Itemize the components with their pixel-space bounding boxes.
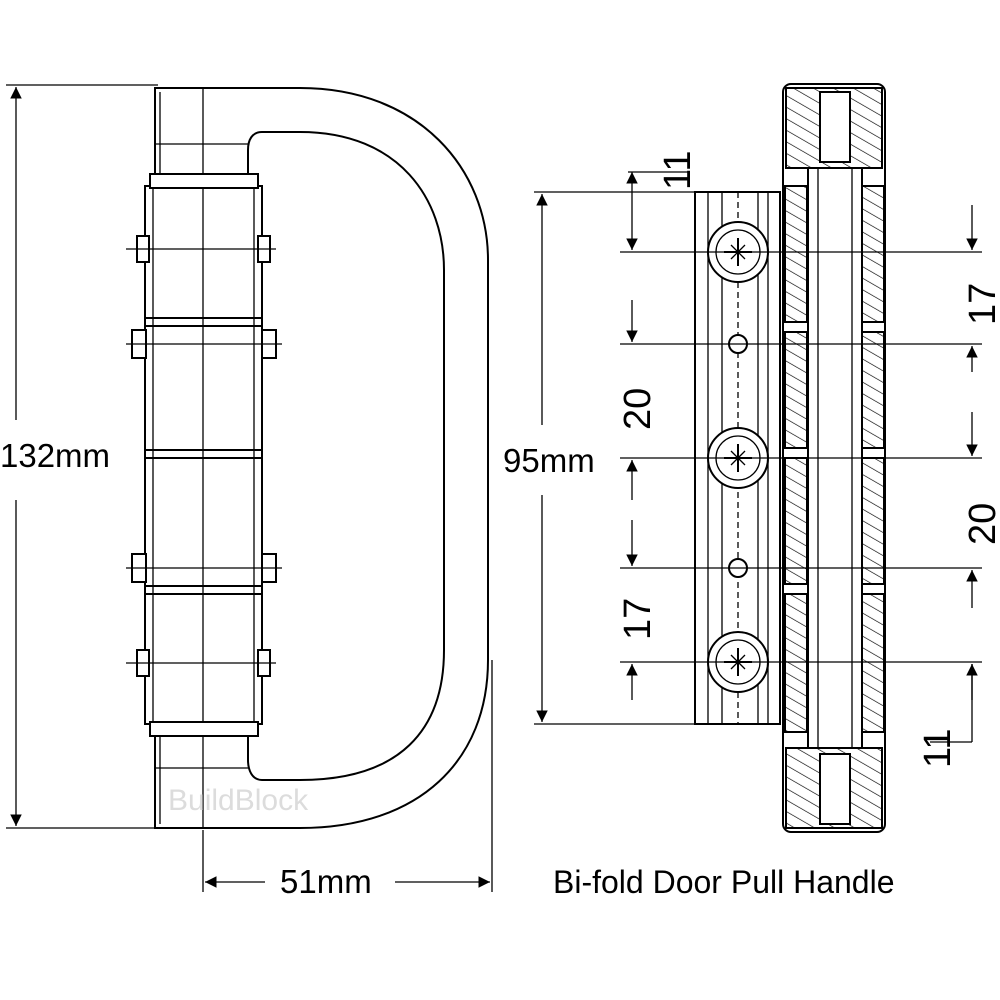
handle-front-view: BuildBlock — [126, 87, 489, 829]
spacing-a-label: 20 — [617, 388, 659, 430]
dimension-fixing-length: 95mm — [503, 191, 695, 725]
dimension-spacing-right: 17 20 11 — [917, 205, 1000, 768]
end-offset-bottom-label: 11 — [917, 729, 959, 768]
spacing-c-label: 20 — [962, 503, 1000, 545]
fixing-centre-lines — [620, 171, 982, 743]
spacing-b-label: 17 — [962, 283, 1000, 325]
dimension-overall-height: 132mm — [0, 84, 158, 829]
fixing-length-label: 95mm — [503, 442, 595, 479]
dimension-spacing-left: 11 20 17 — [617, 151, 699, 700]
drawing-title: Bi-fold Door Pull Handle — [553, 864, 895, 900]
fixing-lug-icon — [126, 235, 282, 677]
dimension-projection: 51mm — [202, 660, 493, 900]
spacing-d-label: 17 — [617, 598, 659, 640]
watermark: BuildBlock — [168, 784, 309, 817]
end-offset-top-label: 11 — [657, 151, 699, 190]
projection-label: 51mm — [280, 863, 372, 900]
overall-height-label: 132mm — [0, 437, 110, 474]
